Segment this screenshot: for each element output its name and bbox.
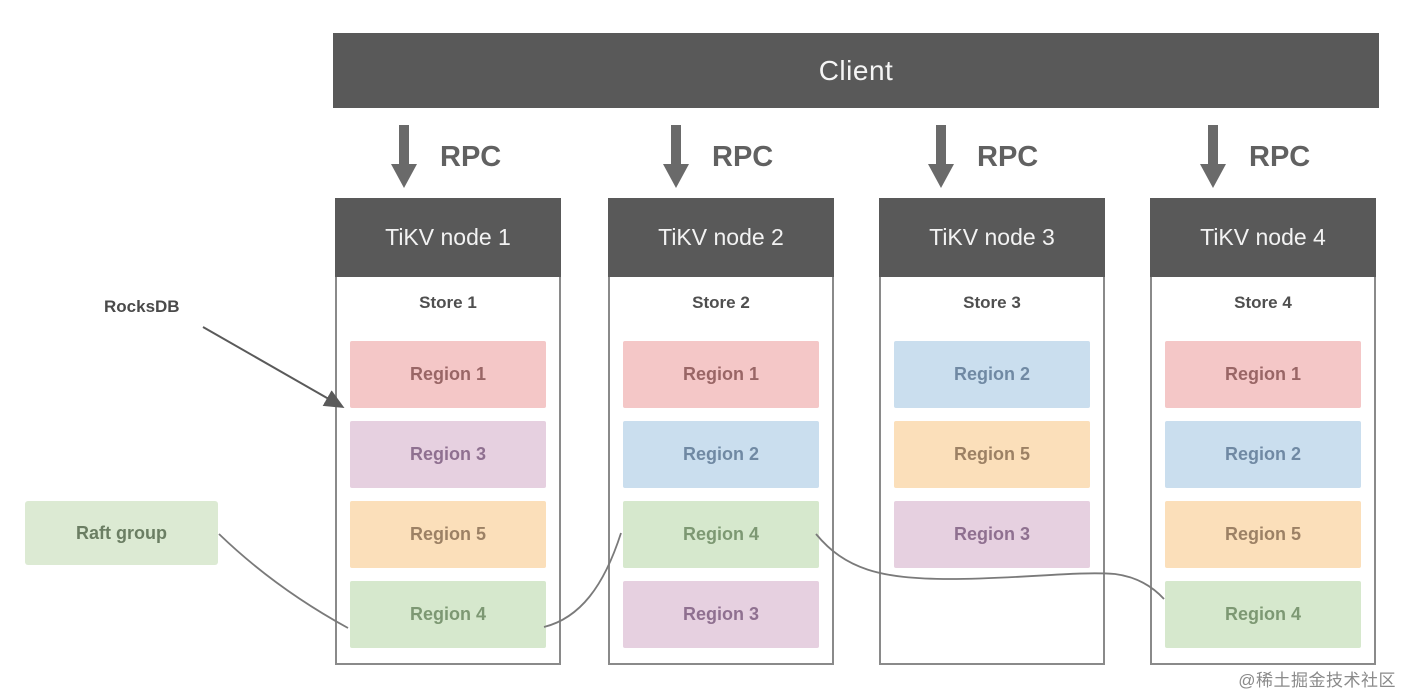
tikv-node-2-title: TiKV node 2 <box>658 224 784 250</box>
node4-region-4: Region 4 <box>1165 581 1361 648</box>
tikv-node-4-body: Store 4 Region 1 Region 2 Region 5 Regio… <box>1150 277 1376 665</box>
rpc-label: RPC <box>712 141 774 173</box>
rpc-label: RPC <box>440 141 502 173</box>
tikv-node-4-title: TiKV node 4 <box>1200 224 1326 250</box>
tikv-node-1-title: TiKV node 1 <box>385 224 511 250</box>
client-label: Client <box>818 54 894 86</box>
raft-connector-1 <box>218 533 349 629</box>
store-4-label: Store 4 <box>1234 293 1292 312</box>
client-bar: Client <box>333 33 1379 108</box>
down-arrow-icon <box>928 125 954 188</box>
rpc-connector-2: RPC <box>662 124 773 190</box>
watermark-text: @稀土掘金技术社区 <box>1238 671 1396 690</box>
down-arrow-icon <box>663 125 689 188</box>
store-1-label: Store 1 <box>419 293 477 312</box>
node2-region-2: Region 2 <box>623 421 819 488</box>
node2-region-3: Region 3 <box>623 581 819 648</box>
store-3-label: Store 3 <box>963 293 1021 312</box>
tikv-node-3: TiKV node 3 Store 3 Region 2 Region 5 Re… <box>879 198 1105 665</box>
rpc-connector-3: RPC <box>927 124 1038 190</box>
store-2-label: Store 2 <box>692 293 750 312</box>
tikv-node-1: TiKV node 1 Store 1 Region 1 Region 3 Re… <box>335 198 561 665</box>
raft-group-box: Raft group <box>25 501 218 565</box>
tikv-node-1-header: TiKV node 1 <box>335 198 561 277</box>
node4-region-5: Region 5 <box>1165 501 1361 568</box>
tikv-node-2: TiKV node 2 Store 2 Region 1 Region 2 Re… <box>608 198 834 665</box>
down-arrow-icon <box>391 125 417 188</box>
tikv-node-3-title: TiKV node 3 <box>929 224 1055 250</box>
down-arrow-icon <box>1200 125 1226 188</box>
tikv-node-3-body: Store 3 Region 2 Region 5 Region 3 <box>879 277 1105 665</box>
tikv-node-2-body: Store 2 Region 1 Region 2 Region 4 Regio… <box>608 277 834 665</box>
rocksdb-label: RocksDB <box>104 297 180 316</box>
node1-region-5: Region 5 <box>350 501 546 568</box>
node4-region-2: Region 2 <box>1165 421 1361 488</box>
tikv-node-1-body: Store 1 Region 1 Region 3 Region 5 Regio… <box>335 277 561 665</box>
tikv-node-4-header: TiKV node 4 <box>1150 198 1376 277</box>
node1-region-1: Region 1 <box>350 341 546 408</box>
node1-region-4: Region 4 <box>350 581 546 648</box>
node3-region-3: Region 3 <box>894 501 1090 568</box>
rocksdb-arrow-line <box>202 326 345 408</box>
tikv-node-4: TiKV node 4 Store 4 Region 1 Region 2 Re… <box>1150 198 1376 665</box>
node1-region-3: Region 3 <box>350 421 546 488</box>
tikv-node-3-header: TiKV node 3 <box>879 198 1105 277</box>
node3-region-2: Region 2 <box>894 341 1090 408</box>
node2-region-4: Region 4 <box>623 501 819 568</box>
node3-region-5: Region 5 <box>894 421 1090 488</box>
rpc-label: RPC <box>977 141 1039 173</box>
rpc-connector-4: RPC <box>1199 124 1310 190</box>
node4-region-1: Region 1 <box>1165 341 1361 408</box>
rpc-connector-1: RPC <box>390 124 501 190</box>
tikv-node-2-header: TiKV node 2 <box>608 198 834 277</box>
node2-region-1: Region 1 <box>623 341 819 408</box>
raft-group-label: Raft group <box>76 522 167 543</box>
rpc-label: RPC <box>1249 141 1311 173</box>
